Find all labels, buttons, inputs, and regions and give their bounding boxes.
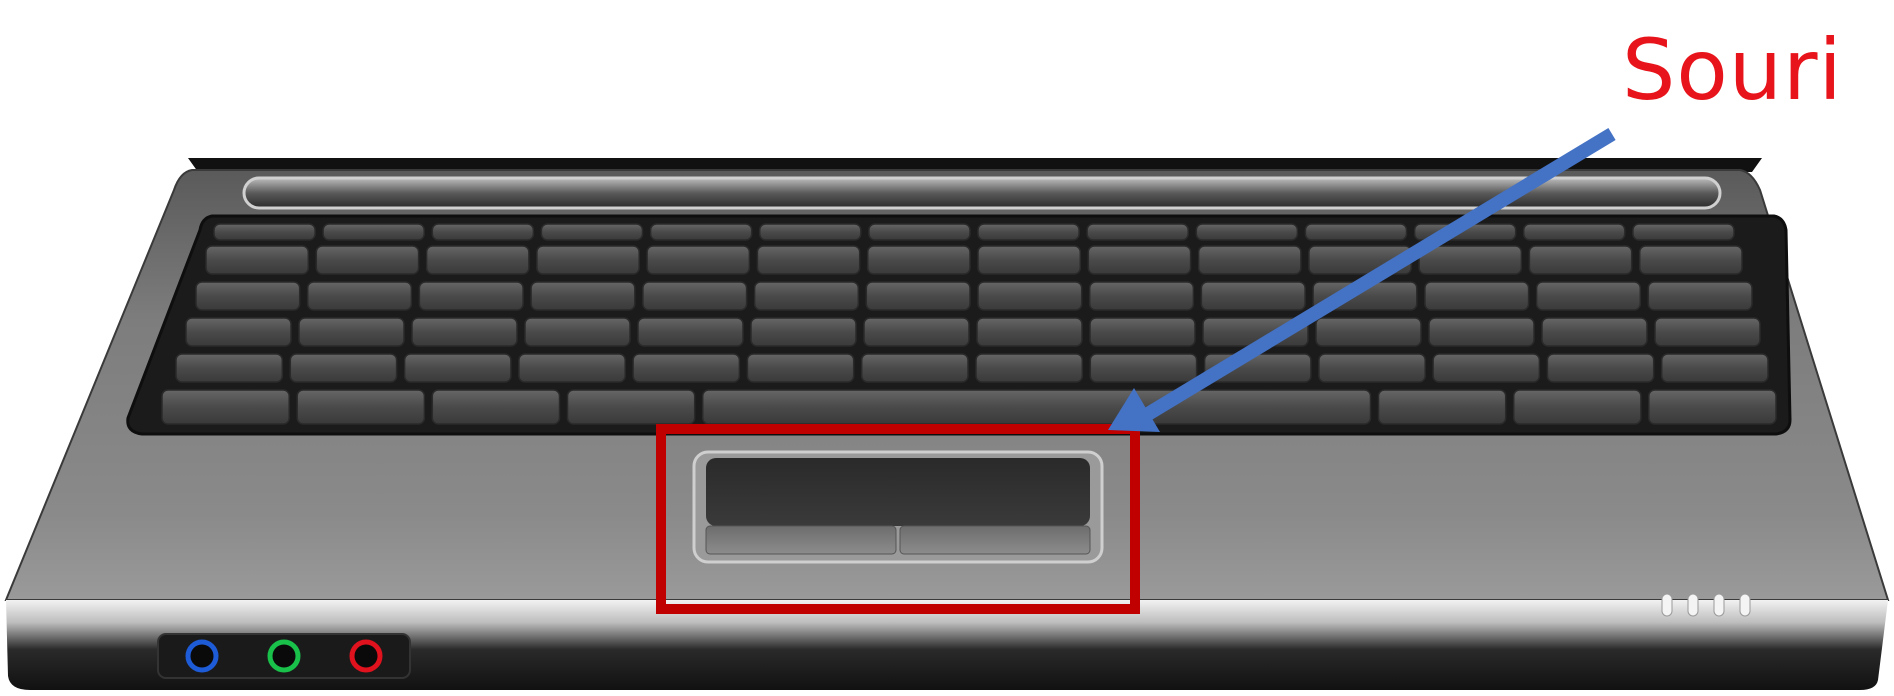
- keyboard-key: [1089, 353, 1198, 383]
- keyboard-key: [865, 281, 971, 311]
- keyboard-key: [1318, 353, 1426, 383]
- keyboard-key: [1086, 223, 1189, 241]
- keyboard-key: [637, 317, 744, 347]
- status-light: [1739, 593, 1751, 617]
- keyboard-key: [1200, 281, 1306, 311]
- keyboard-key: [566, 389, 696, 425]
- audio-ports: [185, 639, 383, 673]
- keyboard-key: [1648, 389, 1777, 425]
- keyboard-key: [175, 353, 284, 383]
- keyboard-keys: [161, 223, 1777, 425]
- keyboard-key: [758, 223, 862, 241]
- keyboard-key: [298, 317, 405, 347]
- keyboard-key: [161, 389, 290, 425]
- keyboard-key: [1546, 353, 1655, 383]
- keyboard-key: [1315, 317, 1422, 347]
- keyboard-key: [540, 223, 644, 241]
- keyboard-key: [403, 353, 512, 383]
- keyboard-key: [1195, 223, 1299, 241]
- keyboard-key: [868, 223, 971, 241]
- keyboard-key: [701, 389, 1372, 425]
- keyboard-key: [289, 353, 398, 383]
- keyboard-key: [425, 245, 530, 275]
- keyboard-key: [866, 245, 971, 275]
- keyboard-key: [315, 245, 420, 275]
- keyboard-key: [1418, 245, 1523, 275]
- keyboard-key: [1088, 281, 1195, 311]
- touchpad: [692, 450, 1104, 564]
- keyboard-key: [1647, 281, 1753, 311]
- keyboard-key: [1654, 317, 1761, 347]
- keyboard-key: [977, 223, 1080, 241]
- keyboard-key: [1512, 389, 1642, 425]
- keyboard-key: [750, 317, 857, 347]
- keyboard-key: [1528, 245, 1633, 275]
- keyboard-key: [1432, 353, 1541, 383]
- keyboard-key: [530, 281, 636, 311]
- touchpad-surface: [706, 458, 1090, 526]
- keyboard-key: [649, 223, 753, 241]
- keyboard-key: [860, 353, 969, 383]
- keyboard-key: [306, 281, 413, 311]
- keyboard-key: [1197, 245, 1302, 275]
- keyboard-key: [1424, 281, 1530, 311]
- touchpad-right-button: [899, 525, 1091, 555]
- keyboard-key: [1632, 223, 1735, 241]
- keyboard-key: [976, 317, 1083, 347]
- keyboard-key: [1089, 317, 1196, 347]
- annotation-arrow: [1108, 128, 1616, 432]
- keyboard-key: [524, 317, 631, 347]
- status-light: [1687, 593, 1699, 617]
- keyboard-key: [632, 353, 741, 383]
- status-lights: [1661, 593, 1751, 617]
- blue-port: [185, 639, 219, 673]
- status-light: [1661, 593, 1673, 617]
- keyboard-key: [322, 223, 425, 241]
- keyboard-key: [975, 353, 1084, 383]
- keyboard-key: [1428, 317, 1535, 347]
- keyboard-key: [1522, 223, 1626, 241]
- green-port: [267, 639, 301, 673]
- keyboard-key: [756, 245, 861, 275]
- keyboard-key: [195, 281, 301, 311]
- keyboard-key: [418, 281, 524, 311]
- touchpad-highlight-box: [656, 424, 1140, 614]
- keyboard-key: [213, 223, 316, 241]
- keyboard-key: [646, 245, 751, 275]
- keyboard-key: [1541, 317, 1648, 347]
- keyboard-key: [205, 245, 310, 275]
- hinge-bar: [242, 176, 1722, 210]
- keyboard-key: [431, 223, 535, 241]
- keyboard-key: [1377, 389, 1507, 425]
- laptop-front-edge: [6, 600, 1888, 690]
- keyboard-key: [431, 389, 561, 425]
- keyboard-key: [1087, 245, 1192, 275]
- keyboard-key: [1638, 245, 1743, 275]
- keyboard-key: [977, 245, 1082, 275]
- keyboard-key: [642, 281, 748, 311]
- annotation-label: Souri: [1622, 21, 1843, 119]
- keyboard-key: [185, 317, 292, 347]
- keyboard-key: [1660, 353, 1769, 383]
- keyboard-key: [746, 353, 855, 383]
- red-port: [349, 639, 383, 673]
- keyboard-key: [536, 245, 640, 275]
- keyboard-key: [863, 317, 970, 347]
- keyboard-key: [296, 389, 426, 425]
- keyboard-key: [753, 281, 860, 311]
- status-light: [1713, 593, 1725, 617]
- keyboard-key: [977, 281, 1083, 311]
- keyboard-key: [411, 317, 518, 347]
- keyboard-key: [518, 353, 626, 383]
- touchpad-left-button: [705, 525, 897, 555]
- keyboard-key: [1304, 223, 1408, 241]
- keyboard-key: [1535, 281, 1642, 311]
- screen-lid-edge: [188, 158, 1762, 172]
